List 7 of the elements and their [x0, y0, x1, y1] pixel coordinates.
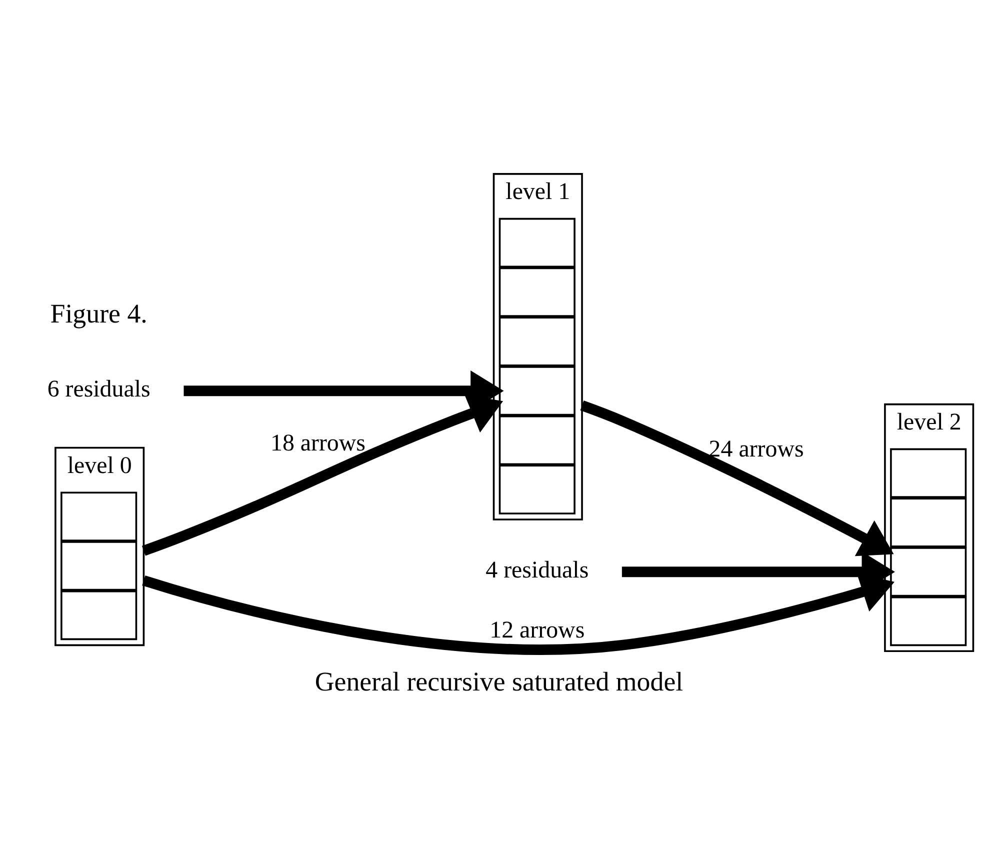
edge-label: 24 arrows — [708, 436, 804, 462]
label: Figure 4. — [50, 298, 148, 328]
edge-label: 18 arrows — [270, 430, 366, 456]
node-text: 4 residuals — [486, 557, 589, 584]
edge-label: 12 arrows — [490, 616, 585, 643]
caption: General recursive saturated model — [314, 666, 684, 696]
node-text: 6 residuals — [47, 376, 150, 402]
